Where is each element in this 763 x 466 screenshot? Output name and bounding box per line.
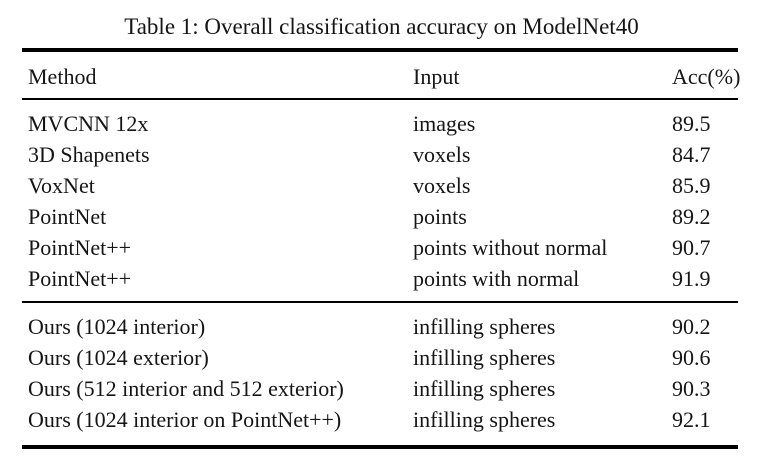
acc-cell: 92.1 [672,407,711,432]
method-cell: Ours (1024 interior) [28,314,206,339]
table-header: Method Input Acc(%) [22,50,740,100]
acc-cell: 90.3 [672,376,711,401]
input-cell: infilling spheres [413,376,556,401]
input-cell: voxels [413,173,471,198]
input-cell: points [413,204,467,229]
table-row: PointNet++ points without normal 90.7 [22,232,738,263]
method-cell: Ours (1024 exterior) [28,345,209,370]
table-row: Ours (1024 exterior) infilling spheres 9… [22,342,738,373]
input-cell: images [413,111,476,136]
input-cell: infilling spheres [413,407,556,432]
method-cell: 3D Shapenets [28,142,150,167]
method-cell: PointNet++ [28,235,132,260]
table-row: VoxNet voxels 85.9 [22,170,738,201]
table-caption: Table 1: Overall classification accuracy… [124,14,639,39]
acc-cell: 89.5 [672,111,711,136]
table-row: MVCNN 12x images 89.5 [22,99,738,139]
method-cell: Ours (512 interior and 512 exterior) [28,376,344,401]
header-row: Method Input Acc(%) [22,50,740,100]
group-prior-methods: MVCNN 12x images 89.5 3D Shapenets voxel… [22,99,738,302]
acc-cell: 90.2 [672,314,711,339]
input-cell: infilling spheres [413,345,556,370]
table-row: Ours (1024 interior on PointNet++) infil… [22,404,738,447]
input-cell: points without normal [413,235,608,260]
acc-cell: 89.2 [672,204,711,229]
acc-cell: 84.7 [672,142,711,167]
column-header-acc: Acc(%) [672,50,740,100]
method-cell: PointNet++ [28,266,132,291]
group-ours-methods: Ours (1024 interior) infilling spheres 9… [22,302,738,447]
method-cell: VoxNet [28,173,95,198]
input-cell: voxels [413,142,471,167]
acc-cell: 85.9 [672,173,711,198]
column-header-method: Method [22,50,413,100]
table-row: PointNet points 89.2 [22,201,738,232]
acc-cell: 91.9 [672,266,711,291]
method-cell: Ours (1024 interior on PointNet++) [28,407,342,432]
acc-cell: 90.6 [672,345,711,370]
column-header-input: Input [413,50,672,100]
input-cell: infilling spheres [413,314,556,339]
method-cell: MVCNN 12x [28,111,149,136]
results-table: Method Input Acc(%) MVCNN 12x images 89.… [22,48,740,449]
acc-cell: 90.7 [672,235,711,260]
table-row: 3D Shapenets voxels 84.7 [22,139,738,170]
table-row: Ours (512 interior and 512 exterior) inf… [22,373,738,404]
table-row: PointNet++ points with normal 91.9 [22,263,738,302]
table-row: Ours (1024 interior) infilling spheres 9… [22,302,738,342]
input-cell: points with normal [413,266,580,291]
method-cell: PointNet [28,204,107,229]
